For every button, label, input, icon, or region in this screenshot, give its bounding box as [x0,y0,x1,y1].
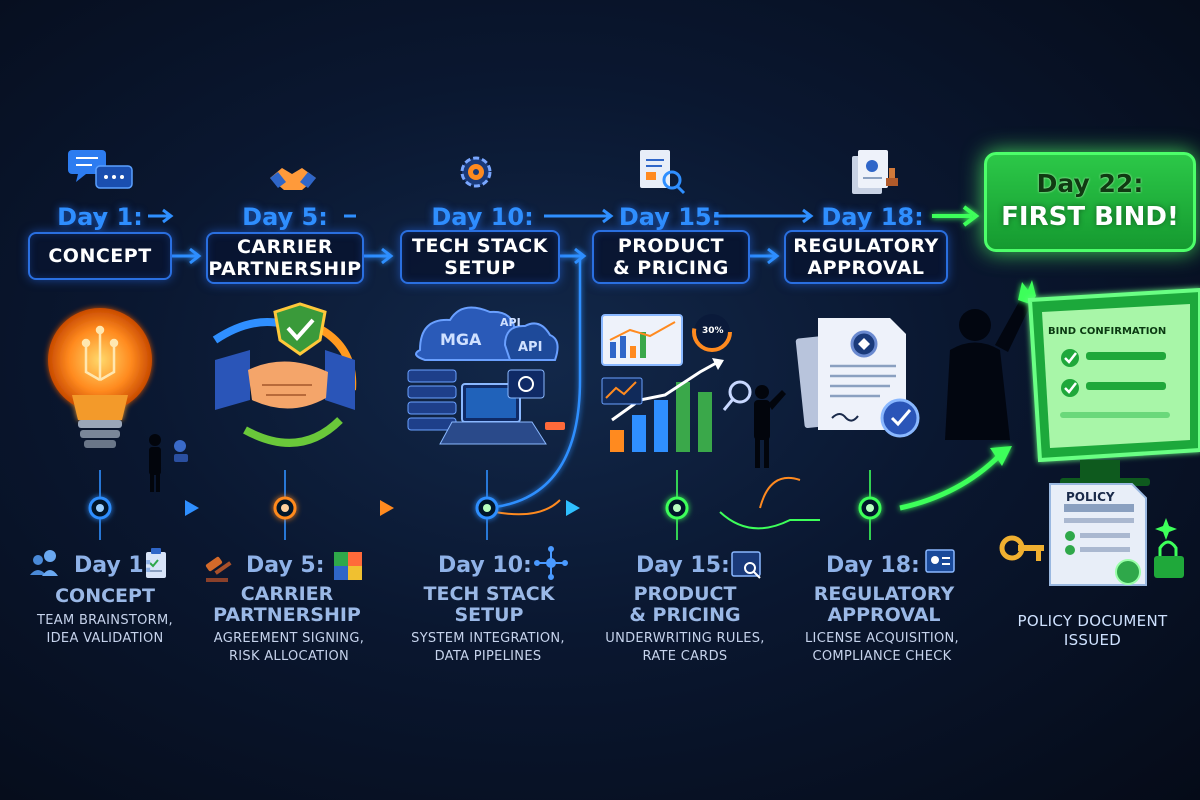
top-step-4-line2: & PRICING [613,257,729,279]
regulatory-document-illustration [795,318,920,438]
clipboard-icon [146,548,166,578]
monitor-illustration [1027,287,1200,463]
top-step-2-line1: CARRIER [236,236,334,258]
timeline-node-5 [858,496,882,520]
top-step-1-day: Day 1: [57,203,143,231]
policy-document-illustration [1049,483,1147,586]
bottom-step-3-title1: TECH STACK [423,583,555,605]
document-magnifier-icon [640,150,686,195]
lightbulb-illustration [48,308,152,420]
bottom-step-1-desc: TEAM BRAINSTORM, IDEA VALIDATION [12,612,198,648]
handshake-illustration [212,302,357,447]
bottom-step-5-title2: APPROVAL [827,604,941,626]
bottom-step-3-desc: SYSTEM INTEGRATION, DATA PIPELINES [392,630,584,666]
browser-search-icon [731,551,761,579]
top-step-5-line1: REGULATORY [793,235,939,257]
timeline-node-1 [88,496,112,520]
top-step-3-day: Day 10: [431,203,534,231]
bottom-step-1-desc2: IDEA VALIDATION [46,631,164,646]
bottom-step-2-desc: AGREEMENT SIGNING, RISK ALLOCATION [196,630,382,666]
bottom-step-4-desc2: RATE CARDS [642,649,728,664]
top-step-5-line2: APPROVAL [807,257,925,279]
timeline-node-2 [273,496,297,520]
bottom-step-3-title: TECH STACK SETUP [396,584,582,626]
bottom-step-1-desc1: TEAM BRAINSTORM, [37,613,173,628]
network-icon [534,546,568,580]
id-card-icon [925,549,955,573]
bottom-step-5-desc2: COMPLIANCE CHECK [812,649,952,664]
bind-checklist [1060,349,1170,418]
top-step-4-day: Day 15: [618,203,722,231]
timeline-rise-arrow [899,453,1002,511]
gear-icon [460,156,492,188]
bottom-step-5-title: REGULATORY APPROVAL [784,584,984,626]
policy-line2: ISSUED [1063,631,1122,649]
bottom-step-4-desc: UNDERWRITING RULES, RATE CARDS [588,630,782,666]
bottom-step-2-title1: CARRIER [240,583,334,605]
bottom-step-1-title: CONCEPT [20,586,190,607]
api-label-2: API [518,340,543,355]
bottom-step-1-day: Day 1: [74,553,153,578]
policy-badge: POLICY [1066,490,1115,504]
mga-label: MGA [440,330,482,349]
bottom-step-3-title2: SETUP [454,604,524,626]
risk-matrix-icon [334,552,362,580]
bottom-step-2-title: CARRIER PARTNERSHIP [196,584,378,626]
top-step-3-line1: TECH STACK [412,235,548,257]
timeline-node-4 [665,496,689,520]
bottom-step-4-title: PRODUCT & PRICING [592,584,778,626]
bottom-step-5-desc: LICENSE ACQUISITION, COMPLIANCE CHECK [780,630,984,666]
bottom-step-5-day: Day 18: [826,553,920,578]
top-step-1-box: CONCEPT [28,232,172,280]
bottom-step-4-day: Day 15: [636,553,730,578]
timeline-node-3 [475,496,499,520]
bind-confirmation-title: BIND CONFIRMATION [1048,326,1167,337]
bottom-step-4-title2: & PRICING [629,604,741,626]
bottom-step-2-day: Day 5: [246,553,325,578]
bottom-step-3-desc1: SYSTEM INTEGRATION, [411,631,565,646]
percent-label: 30% [702,326,724,336]
bottom-step-4-title1: PRODUCT [633,583,737,605]
bottom-step-2-title2: PARTNERSHIP [213,604,361,626]
certificate-stamp-icon [852,150,898,194]
top-step-4-line1: PRODUCT [617,235,725,257]
key-icon [999,535,1044,561]
bottom-step-5-title1: REGULATORY [813,583,955,605]
top-step-3-line2: SETUP [444,257,516,279]
team-icon [30,550,58,576]
top-step-2-line2: PARTNERSHIP [208,258,362,280]
first-bind-day: Day 22: [1036,169,1144,198]
person-silhouette [149,434,161,492]
bottom-step-5-desc1: LICENSE ACQUISITION, [805,631,959,646]
policy-issued-label: POLICY DOCUMENT ISSUED [990,612,1195,650]
api-label-1: API [500,316,521,329]
bottom-step-3-desc2: DATA PIPELINES [434,649,542,664]
top-step-1-line1: CONCEPT [48,245,152,267]
bottom-step-3-day: Day 10: [438,553,532,578]
policy-line1: POLICY DOCUMENT [1017,612,1168,630]
pricing-chart-illustration [601,312,752,452]
bottom-step-4-desc1: UNDERWRITING RULES, [605,631,765,646]
bottom-step-2-desc2: RISK ALLOCATION [228,649,350,664]
chat-icon [68,150,133,189]
person-silhouette-2 [754,385,786,468]
lock-icon [1154,540,1184,578]
top-step-5-day: Day 18: [821,203,924,231]
top-step-4-box: PRODUCT& PRICING [592,230,750,284]
handshake-icon [270,168,316,190]
bottom-step-1-title1: CONCEPT [55,585,155,607]
gavel-icon [205,556,232,582]
first-bind-box: Day 22: FIRST BIND! [984,152,1196,252]
person-silhouette-3 [945,300,1030,440]
bottom-step-2-desc1: AGREEMENT SIGNING, [213,631,365,646]
tech-stack-illustration [407,306,565,445]
first-bind-label: FIRST BIND! [1001,202,1179,232]
top-step-2-day: Day 5: [242,203,328,231]
